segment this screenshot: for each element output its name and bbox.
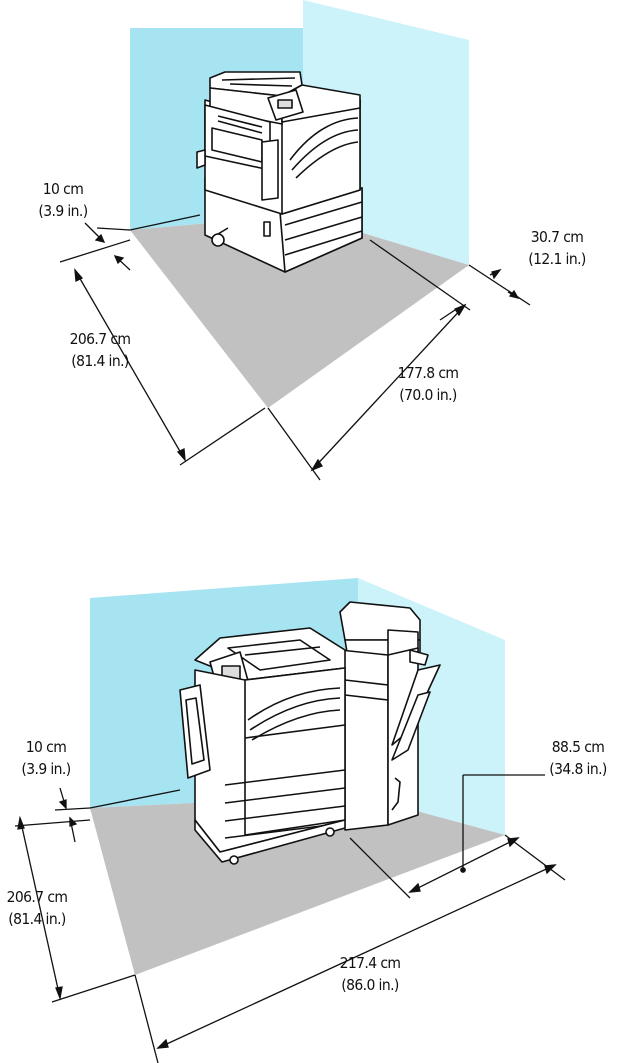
left-clearance-label: 10 cm (3.9 in.) (0, 736, 92, 780)
right-clearance-in: (12.1 in.) (528, 250, 586, 268)
left-clearance-in: (3.9 in.) (38, 202, 88, 220)
depth-cm: 206.7 cm (69, 330, 131, 348)
right-clearance-label: 88.5 cm (34.8 in.) (538, 736, 618, 780)
width-in: (70.0 in.) (399, 386, 457, 404)
left-clearance-cm: 10 cm (25, 738, 67, 756)
printer-illustration (196, 71, 363, 273)
width-label: 217.4 cm (86.0 in.) (315, 952, 425, 996)
depth-in: (81.4 in.) (8, 910, 66, 928)
left-clearance-in: (3.9 in.) (21, 760, 71, 778)
width-cm: 177.8 cm (397, 364, 459, 382)
width-cm: 217.4 cm (339, 954, 401, 972)
left-clearance-cm: 10 cm (42, 180, 84, 198)
right-clearance-label: 30.7 cm (12.1 in.) (502, 226, 612, 270)
clearance-diagram-printer: 10 cm (3.9 in.) 206.7 cm (81.4 in.) 30.7… (0, 0, 618, 520)
right-clearance-in: (34.8 in.) (549, 760, 607, 778)
clearance-diagram-printer-with-finisher: 10 cm (3.9 in.) 206.7 cm (81.4 in.) 88.5… (0, 520, 618, 1063)
depth-in: (81.4 in.) (71, 352, 129, 370)
dimension-lines (14, 774, 566, 1063)
printer-with-finisher-illustration (179, 601, 441, 865)
right-clearance-cm: 88.5 cm (551, 738, 605, 756)
right-clearance-cm: 30.7 cm (530, 228, 584, 246)
clearance-diagram-top-graphic (59, 0, 531, 481)
width-in: (86.0 in.) (341, 976, 399, 994)
clearance-diagram-bottom-graphic (14, 578, 566, 1063)
left-clearance-label: 10 cm (3.9 in.) (18, 178, 108, 222)
depth-cm: 206.7 cm (6, 888, 68, 906)
width-label: 177.8 cm (70.0 in.) (368, 362, 488, 406)
depth-label: 206.7 cm (81.4 in.) (40, 328, 160, 372)
floor-area (130, 215, 469, 408)
dimension-lines (59, 214, 531, 481)
floor-area (90, 795, 505, 975)
depth-label: 206.7 cm (81.4 in.) (0, 886, 78, 930)
